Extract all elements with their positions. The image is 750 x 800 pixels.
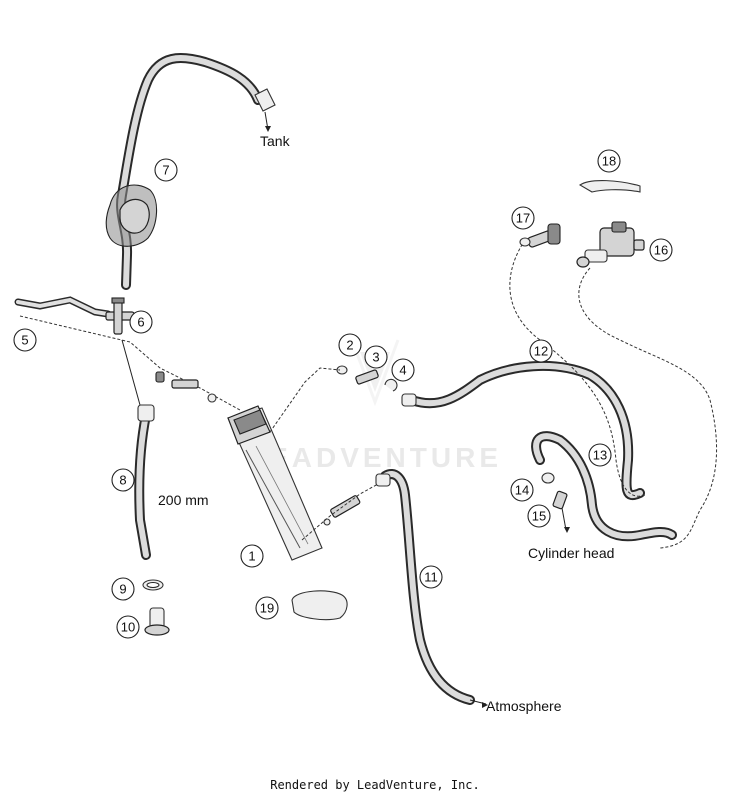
label-tank: Tank [260,133,291,149]
callout-number: 15 [532,509,546,524]
cylinder-head-arrow [564,527,570,533]
part-1-canister [227,405,323,561]
callout-number: 2 [346,338,353,353]
assembly-line-top [269,367,341,433]
dash-16-route [578,267,717,549]
part-3-nipple [355,369,379,385]
part-2-oring [336,365,348,375]
callout-number: 14 [515,483,529,498]
part-6-t-connector [105,297,135,335]
callout-5: 5 [13,328,37,352]
callout-13: 13 [588,443,612,467]
callout-14: 14 [510,478,534,502]
callout-3: 3 [364,345,388,369]
hose-11-atmosphere [375,469,475,705]
hose-13 [531,431,677,542]
callout-number: 7 [162,163,169,178]
callout-15: 15 [527,504,551,528]
callout-number: 19 [260,601,274,616]
hose-5 [14,296,112,318]
assembly-line-left [19,315,241,411]
callout-number: 8 [119,473,126,488]
part-19-pad [291,590,348,621]
callout-11: 11 [419,565,443,589]
callout-1: 1 [240,544,264,568]
part-9-clamp [142,579,164,591]
callout-9: 9 [111,577,135,601]
cylinder-head-leader [561,507,567,531]
callout-number: 18 [602,154,616,169]
watermark-text: LEADVENTURE [248,442,502,473]
callout-number: 11 [424,570,438,585]
callout-number: 10 [121,620,135,635]
callout-6: 6 [129,310,153,334]
part-4-clip [384,378,398,392]
callout-19: 19 [255,596,279,620]
part-15-nipple [552,490,568,510]
callout-number: 9 [119,582,126,597]
callout-16: 16 [649,238,673,262]
footer-credit: Rendered by LeadVenture, Inc. [270,778,480,792]
callout-number: 16 [654,243,668,258]
hose-8-leader [121,339,141,406]
callout-18: 18 [597,149,621,173]
callout-17: 17 [511,206,535,230]
part-10-plug [144,607,170,636]
hose-8 [134,404,155,560]
part-17-elbow [519,223,561,248]
dash-17-route [509,239,646,497]
callout-number: 1 [248,549,255,564]
atmosphere-arrow [482,702,488,708]
callout-2: 2 [338,333,362,357]
callout-4: 4 [391,358,415,382]
callout-number: 17 [516,211,530,226]
callout-number: 13 [593,448,607,463]
callout-number: 5 [21,333,28,348]
callout-12: 12 [529,339,553,363]
callout-number: 12 [534,344,548,359]
label-atmosphere: Atmosphere [486,698,562,714]
part-16-purge-valve [576,221,645,268]
hose-7-tank [105,53,276,290]
callout-7: 7 [154,158,178,182]
hose-12 [401,361,645,501]
callout-number: 6 [137,315,144,330]
part-18-bracket [578,180,641,193]
callout-8: 8 [111,468,135,492]
callout-number: 3 [372,350,379,365]
label-length: 200 mm [158,492,209,508]
fitting-left-group [155,371,217,403]
callout-number: 4 [399,363,406,378]
tank-arrow [265,126,271,132]
part-14-clamp [541,472,555,484]
fitting-canister-lower [301,483,379,541]
callout-10: 10 [116,615,140,639]
label-cylinder-head: Cylinder head [528,545,614,561]
